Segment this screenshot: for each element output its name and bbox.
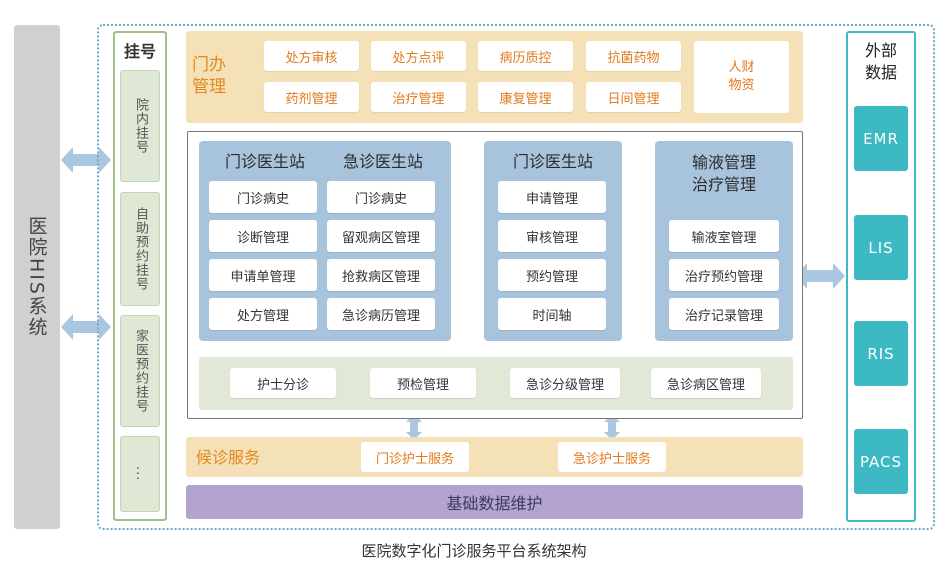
platform-frame xyxy=(97,24,935,530)
infusion-item: 治疗记录管理 xyxy=(669,298,779,330)
external-item-lis: LIS xyxy=(854,215,908,280)
emergency-item: 急诊病历管理 xyxy=(327,298,435,330)
waiting-service-band xyxy=(186,437,803,477)
office-item: 日间管理 xyxy=(586,82,681,112)
outpatient-2-item: 预约管理 xyxy=(498,259,606,291)
office-title-line1: 门办 xyxy=(192,55,226,75)
external-title-line1: 外部 xyxy=(864,41,897,60)
office-assets-line2: 物资 xyxy=(728,78,755,93)
his-system-label: 医院HIS系统 xyxy=(25,216,48,338)
outpatient-2-item: 时间轴 xyxy=(498,298,606,330)
nurse-item: 急诊病区管理 xyxy=(651,368,761,398)
office-management-title: 门办 管理 xyxy=(192,54,248,98)
outpatient-item: 诊断管理 xyxy=(209,220,317,252)
registration-item-label: 自助预约挂号 xyxy=(133,207,148,291)
waiting-service-title: 候诊服务 xyxy=(196,448,261,467)
base-data-label: 基础数据维护 xyxy=(446,494,543,513)
waiting-item: 门诊护士服务 xyxy=(361,442,469,472)
office-item: 处方审核 xyxy=(264,41,359,71)
registration-title: 挂号 xyxy=(123,42,156,61)
registration-item-label: ... xyxy=(133,466,148,482)
office-item: 病历质控 xyxy=(478,41,573,71)
emergency-item: 抢救病区管理 xyxy=(327,259,435,291)
base-data-band: 基础数据维护 xyxy=(186,485,803,519)
outpatient-station-2-title: 门诊医生站 xyxy=(512,152,593,171)
office-item: 抗菌药物 xyxy=(586,41,681,71)
external-item-ris: RIS xyxy=(854,321,908,386)
office-item: 康复管理 xyxy=(478,82,573,112)
infusion-title-line1: 输液管理 xyxy=(691,153,756,172)
external-data-title: 外部 数据 xyxy=(846,40,916,84)
waiting-item: 急诊护士服务 xyxy=(558,442,666,472)
external-item-pacs: PACS xyxy=(854,429,908,494)
outpatient-item: 处方管理 xyxy=(209,298,317,330)
emergency-station-title: 急诊医生站 xyxy=(342,152,423,171)
nurse-item: 急诊分级管理 xyxy=(510,368,620,398)
emergency-item: 门诊病史 xyxy=(327,181,435,213)
outpatient-station-title: 门诊医生站 xyxy=(224,152,305,171)
infusion-item: 输液室管理 xyxy=(669,220,779,252)
registration-item-self-service: 自助预约挂号 xyxy=(120,192,160,306)
outpatient-item: 申请单管理 xyxy=(209,259,317,291)
registration-item-label: 家医预约挂号 xyxy=(133,329,148,413)
outpatient-2-item: 审核管理 xyxy=(498,220,606,252)
external-item-emr: EMR xyxy=(854,106,908,171)
nurse-item: 护士分诊 xyxy=(230,368,336,398)
registration-item-family-doctor: 家医预约挂号 xyxy=(120,315,160,427)
office-item: 药剂管理 xyxy=(264,82,359,112)
outpatient-item: 门诊病史 xyxy=(209,181,317,213)
office-item-assets: 人财 物资 xyxy=(694,41,789,113)
arrow-v-6 xyxy=(604,414,620,440)
office-assets-line1: 人财 xyxy=(728,60,755,75)
outpatient-2-item: 申请管理 xyxy=(498,181,606,213)
arrow-v-5 xyxy=(406,414,422,440)
office-item: 治疗管理 xyxy=(371,82,466,112)
registration-item-more: ... xyxy=(120,436,160,512)
his-system-box: 医院HIS系统 xyxy=(14,25,60,529)
emergency-item: 留观病区管理 xyxy=(327,220,435,252)
infusion-panel-title: 输液管理 治疗管理 xyxy=(655,150,793,198)
office-item: 处方点评 xyxy=(371,41,466,71)
external-title-line2: 数据 xyxy=(864,63,897,82)
infusion-title-line2: 治疗管理 xyxy=(691,175,756,194)
office-title-line2: 管理 xyxy=(192,77,226,97)
infusion-item: 治疗预约管理 xyxy=(669,259,779,291)
registration-item-inhospital: 院内挂号 xyxy=(120,70,160,182)
registration-item-label: 院内挂号 xyxy=(133,98,148,154)
nurse-item: 预检管理 xyxy=(370,368,476,398)
diagram-caption: 医院数字化门诊服务平台系统架构 xyxy=(361,542,587,560)
